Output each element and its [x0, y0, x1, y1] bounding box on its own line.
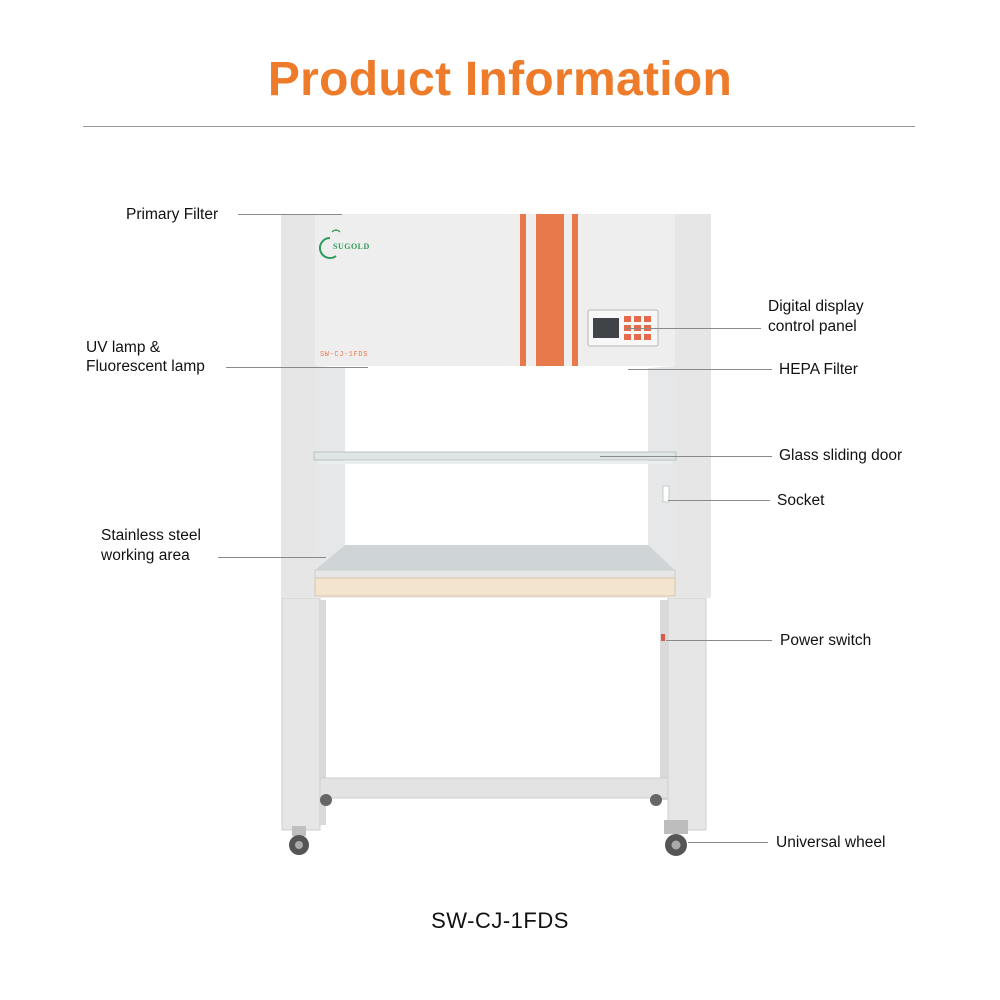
work-tray-edge	[314, 577, 676, 597]
work-tray-front	[314, 569, 676, 579]
label-uv-lamp-line2: Fluorescent lamp	[86, 358, 205, 375]
label-display-line1: Digital display	[768, 298, 864, 315]
label-glass-door: Glass sliding door	[779, 447, 903, 464]
wheel-front-left	[289, 826, 309, 855]
cross-bar	[319, 777, 669, 799]
leader-display	[625, 328, 761, 329]
power-switch-mark	[661, 634, 665, 641]
label-stainless-line1: Stainless steel	[101, 527, 201, 544]
work-opening	[315, 366, 675, 576]
label-power-switch: Power switch	[780, 632, 872, 649]
brand-logo	[319, 229, 341, 259]
label-display-line2: control panel	[768, 318, 857, 335]
head-side-left	[281, 214, 315, 598]
leader-glass-door	[600, 456, 772, 457]
label-uv-lamp-line1: UV lamp &	[86, 339, 161, 356]
leader-primary-filter	[238, 214, 342, 215]
display-screen	[593, 318, 619, 338]
head-side-right	[675, 214, 711, 598]
wheel-front-right	[664, 820, 688, 856]
accent-stripe-right	[572, 214, 578, 366]
socket-mark	[662, 485, 670, 503]
inner-wall-left	[315, 366, 345, 570]
accent-stripe-left	[520, 214, 526, 366]
brand-logo-text: SUGOLD	[333, 242, 370, 251]
label-stainless-line2: working area	[101, 547, 190, 564]
leader-power-switch	[666, 640, 772, 641]
model-name: SW-CJ-1FDS	[431, 908, 569, 933]
title-divider	[83, 126, 915, 127]
glass-door-shine	[318, 461, 672, 464]
leg-inner-left	[320, 600, 326, 825]
wheel-back-right	[650, 794, 662, 806]
leg-inner-right	[660, 600, 668, 800]
label-primary-filter: Primary Filter	[126, 206, 219, 223]
label-socket: Socket	[777, 492, 825, 509]
work-tray	[315, 545, 675, 570]
leader-socket	[668, 500, 770, 501]
panel-model-text: SW-CJ-1FDS	[320, 351, 369, 359]
inner-wall-right	[648, 366, 675, 570]
leader-uv-lamp	[226, 367, 368, 368]
leader-hepa-filter	[628, 369, 772, 370]
control-panel	[587, 309, 659, 347]
page-title: Product Information	[267, 53, 733, 106]
left-leg	[281, 597, 321, 831]
right-leg	[667, 597, 707, 831]
leader-stainless	[218, 557, 326, 558]
accent-stripe-center	[536, 214, 564, 366]
wheel-back-left	[320, 794, 332, 806]
leader-universal-wheel	[688, 842, 768, 843]
label-universal-wheel: Universal wheel	[776, 834, 886, 851]
label-hepa-filter: HEPA Filter	[779, 361, 858, 378]
